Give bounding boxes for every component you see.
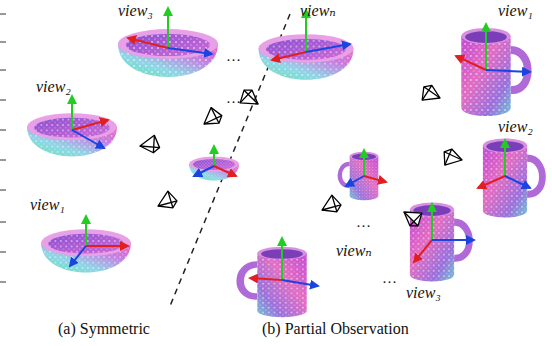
subfigure-caption: (a) Symmetric xyxy=(58,320,150,338)
view-label: view₂ xyxy=(36,78,71,96)
view-label: view₃ xyxy=(118,2,153,20)
axis-ticks xyxy=(0,14,6,282)
art-line xyxy=(456,56,486,70)
art-line xyxy=(282,280,318,286)
art-line xyxy=(0,70,6,71)
ellipsis: … xyxy=(382,270,397,287)
art-line xyxy=(167,8,169,48)
view-label: viewₙ xyxy=(300,2,336,20)
mug-center xyxy=(340,152,379,200)
view-label: viewₙ xyxy=(336,242,372,260)
camera-icon xyxy=(238,87,263,111)
ellipsis: … xyxy=(226,48,241,65)
art-line xyxy=(0,42,6,43)
art-line xyxy=(363,150,365,176)
ellipsis: … xyxy=(226,90,241,107)
camera-icon xyxy=(318,194,343,218)
art-line xyxy=(414,240,432,262)
mug-view2 xyxy=(483,138,543,217)
art-line xyxy=(168,48,212,54)
camera-icon xyxy=(139,135,161,155)
art-line xyxy=(0,14,6,15)
art-line xyxy=(272,52,306,60)
art-line xyxy=(72,130,104,148)
art-line xyxy=(0,282,6,283)
ellipsis: … xyxy=(356,214,371,231)
art-line xyxy=(0,190,6,191)
art-line xyxy=(505,176,530,188)
art-line xyxy=(214,166,236,176)
art-line xyxy=(0,222,6,223)
art-line xyxy=(194,166,214,176)
art-line xyxy=(128,38,168,48)
art-line xyxy=(432,239,474,241)
subfigure-caption: (b) Partial Observation xyxy=(262,320,409,338)
art-line xyxy=(485,24,487,70)
camera-icon xyxy=(419,83,443,105)
camera-icon xyxy=(154,190,179,214)
art-line xyxy=(71,96,73,130)
art-line xyxy=(72,120,108,130)
art-line xyxy=(0,100,6,101)
art-line xyxy=(0,130,6,131)
view-label: view₃ xyxy=(406,284,441,302)
art-line xyxy=(0,160,6,161)
art-line xyxy=(364,176,386,182)
art-line xyxy=(504,140,506,176)
art-line xyxy=(0,252,6,253)
camera-icon xyxy=(400,205,425,229)
view-label: view₁ xyxy=(498,2,533,20)
art-line xyxy=(70,246,86,266)
art-line xyxy=(306,44,350,52)
art-line xyxy=(478,176,505,188)
art-line xyxy=(486,70,530,72)
view-label: view₁ xyxy=(30,196,65,214)
art-line xyxy=(431,204,433,240)
art-line xyxy=(346,176,364,186)
art-line xyxy=(250,278,282,280)
art-line xyxy=(85,216,87,246)
art-line xyxy=(213,146,215,166)
view-label: view₂ xyxy=(498,118,533,136)
camera-icon xyxy=(199,106,224,131)
coordinate-axes xyxy=(70,8,530,286)
camera-icon xyxy=(442,148,464,168)
art-line xyxy=(281,238,283,280)
art-line xyxy=(86,245,128,247)
